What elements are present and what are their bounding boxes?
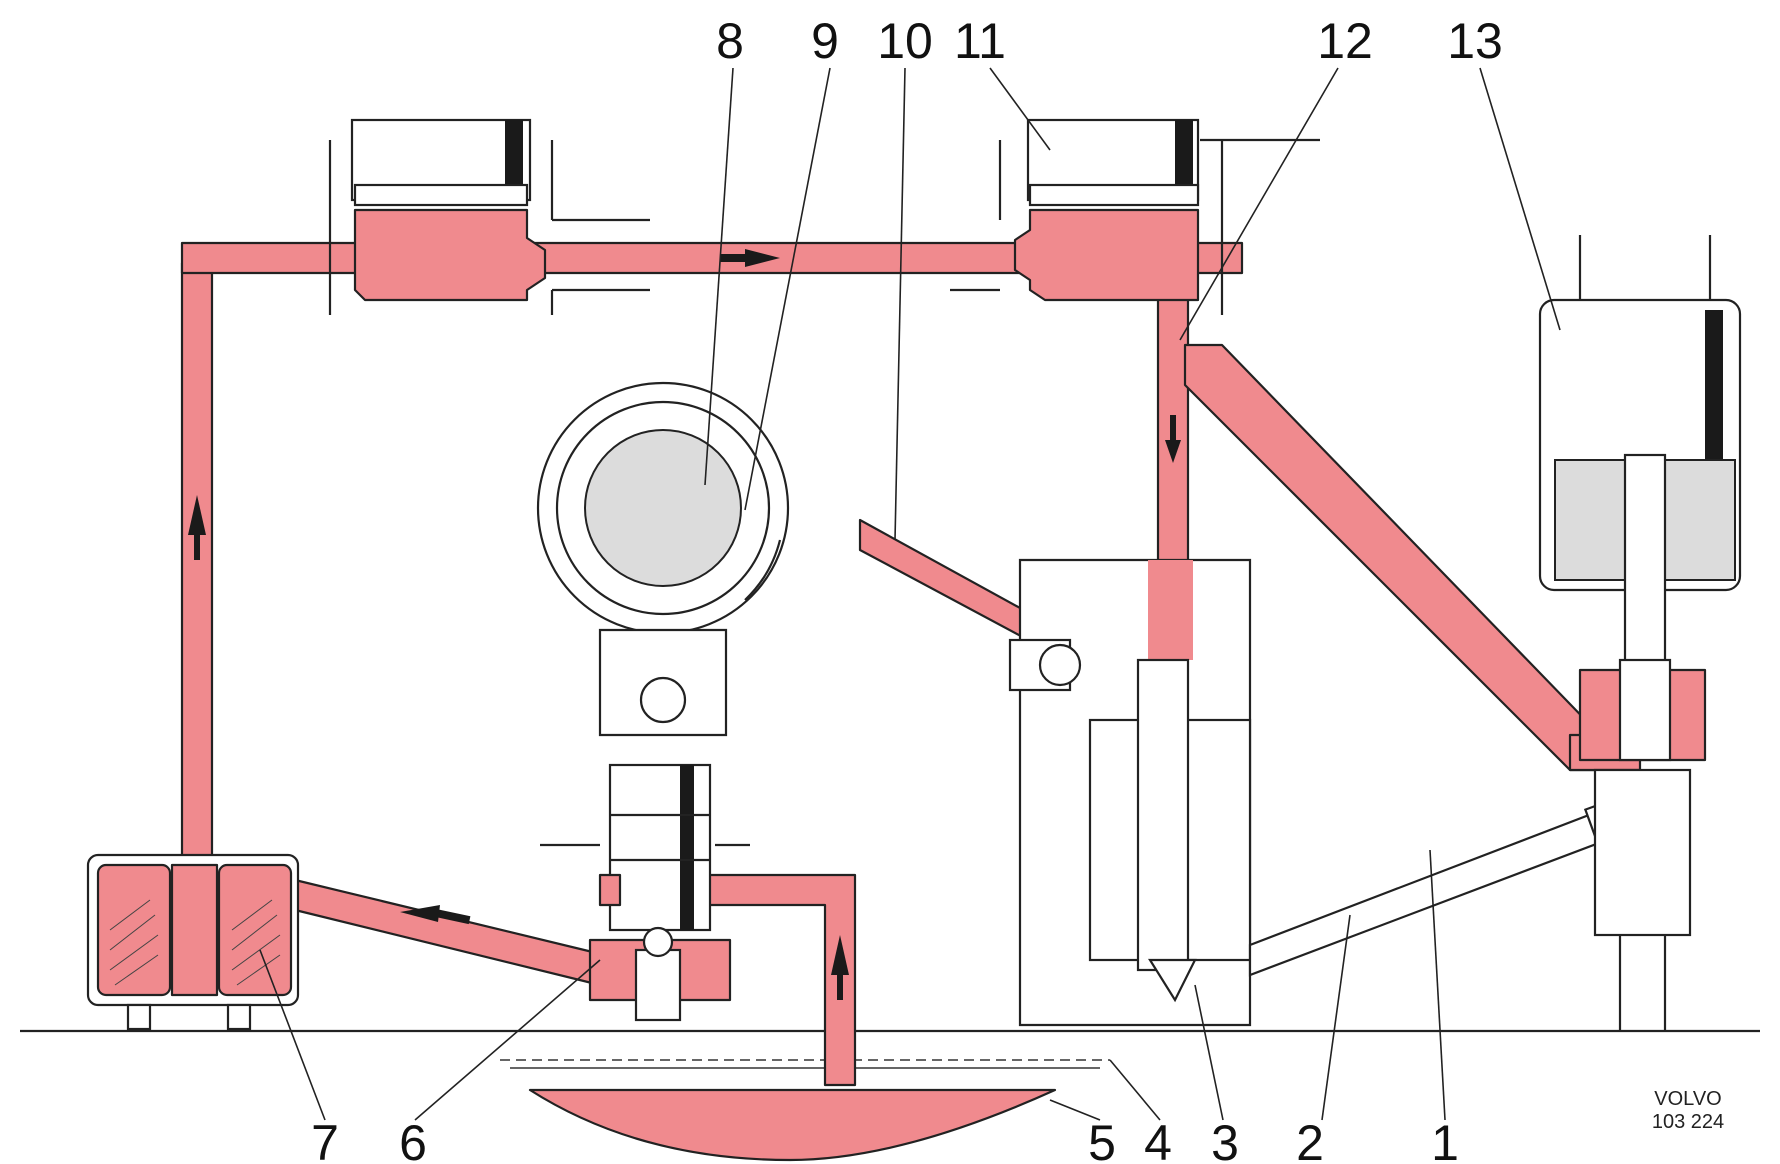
pressure-regulator (1008, 558, 1252, 1027)
oil-pump (540, 763, 750, 1022)
callout-3: 3 (1211, 1115, 1239, 1164)
oil-sump (528, 1088, 1057, 1162)
crank-bearing (536, 381, 790, 737)
callout-12: 12 (1317, 13, 1373, 69)
credit-code: 103 224 (1652, 1111, 1724, 1133)
return-pipe (1248, 791, 1646, 977)
callout-6: 6 (399, 1115, 427, 1164)
solenoid-valve (1538, 235, 1742, 1031)
flow-arrows (188, 249, 1181, 1000)
callout-7: 7 (311, 1115, 339, 1164)
callout-5: 5 (1088, 1115, 1116, 1164)
arrow-up-riser (188, 495, 206, 535)
callout-1: 1 (1431, 1115, 1459, 1164)
oil-lines (180, 241, 1642, 1087)
arrow-left-filter-pipe (400, 905, 440, 922)
arrow-down-regulator (1165, 440, 1181, 463)
callout-labels: 8 9 10 11 12 13 7 6 5 4 3 2 1 (311, 13, 1503, 1164)
callout-2: 2 (1296, 1115, 1324, 1164)
credit-brand: VOLVO (1654, 1088, 1721, 1110)
figure-credit: VOLVO 103 224 (1652, 1088, 1724, 1133)
callout-9: 9 (811, 13, 839, 69)
left-cylinder (328, 118, 650, 315)
callout-4: 4 (1144, 1115, 1172, 1164)
callout-8: 8 (716, 13, 744, 69)
callout-10: 10 (877, 13, 933, 69)
callout-11: 11 (954, 13, 1006, 69)
right-cylinder (950, 118, 1320, 315)
callout-13: 13 (1447, 13, 1503, 69)
base-line (20, 1029, 1760, 1069)
arrow-right-gallery (745, 249, 780, 267)
oil-filter (86, 853, 300, 1031)
leader-lines (259, 67, 1561, 1121)
arrow-up-pump-outlet (831, 935, 849, 975)
